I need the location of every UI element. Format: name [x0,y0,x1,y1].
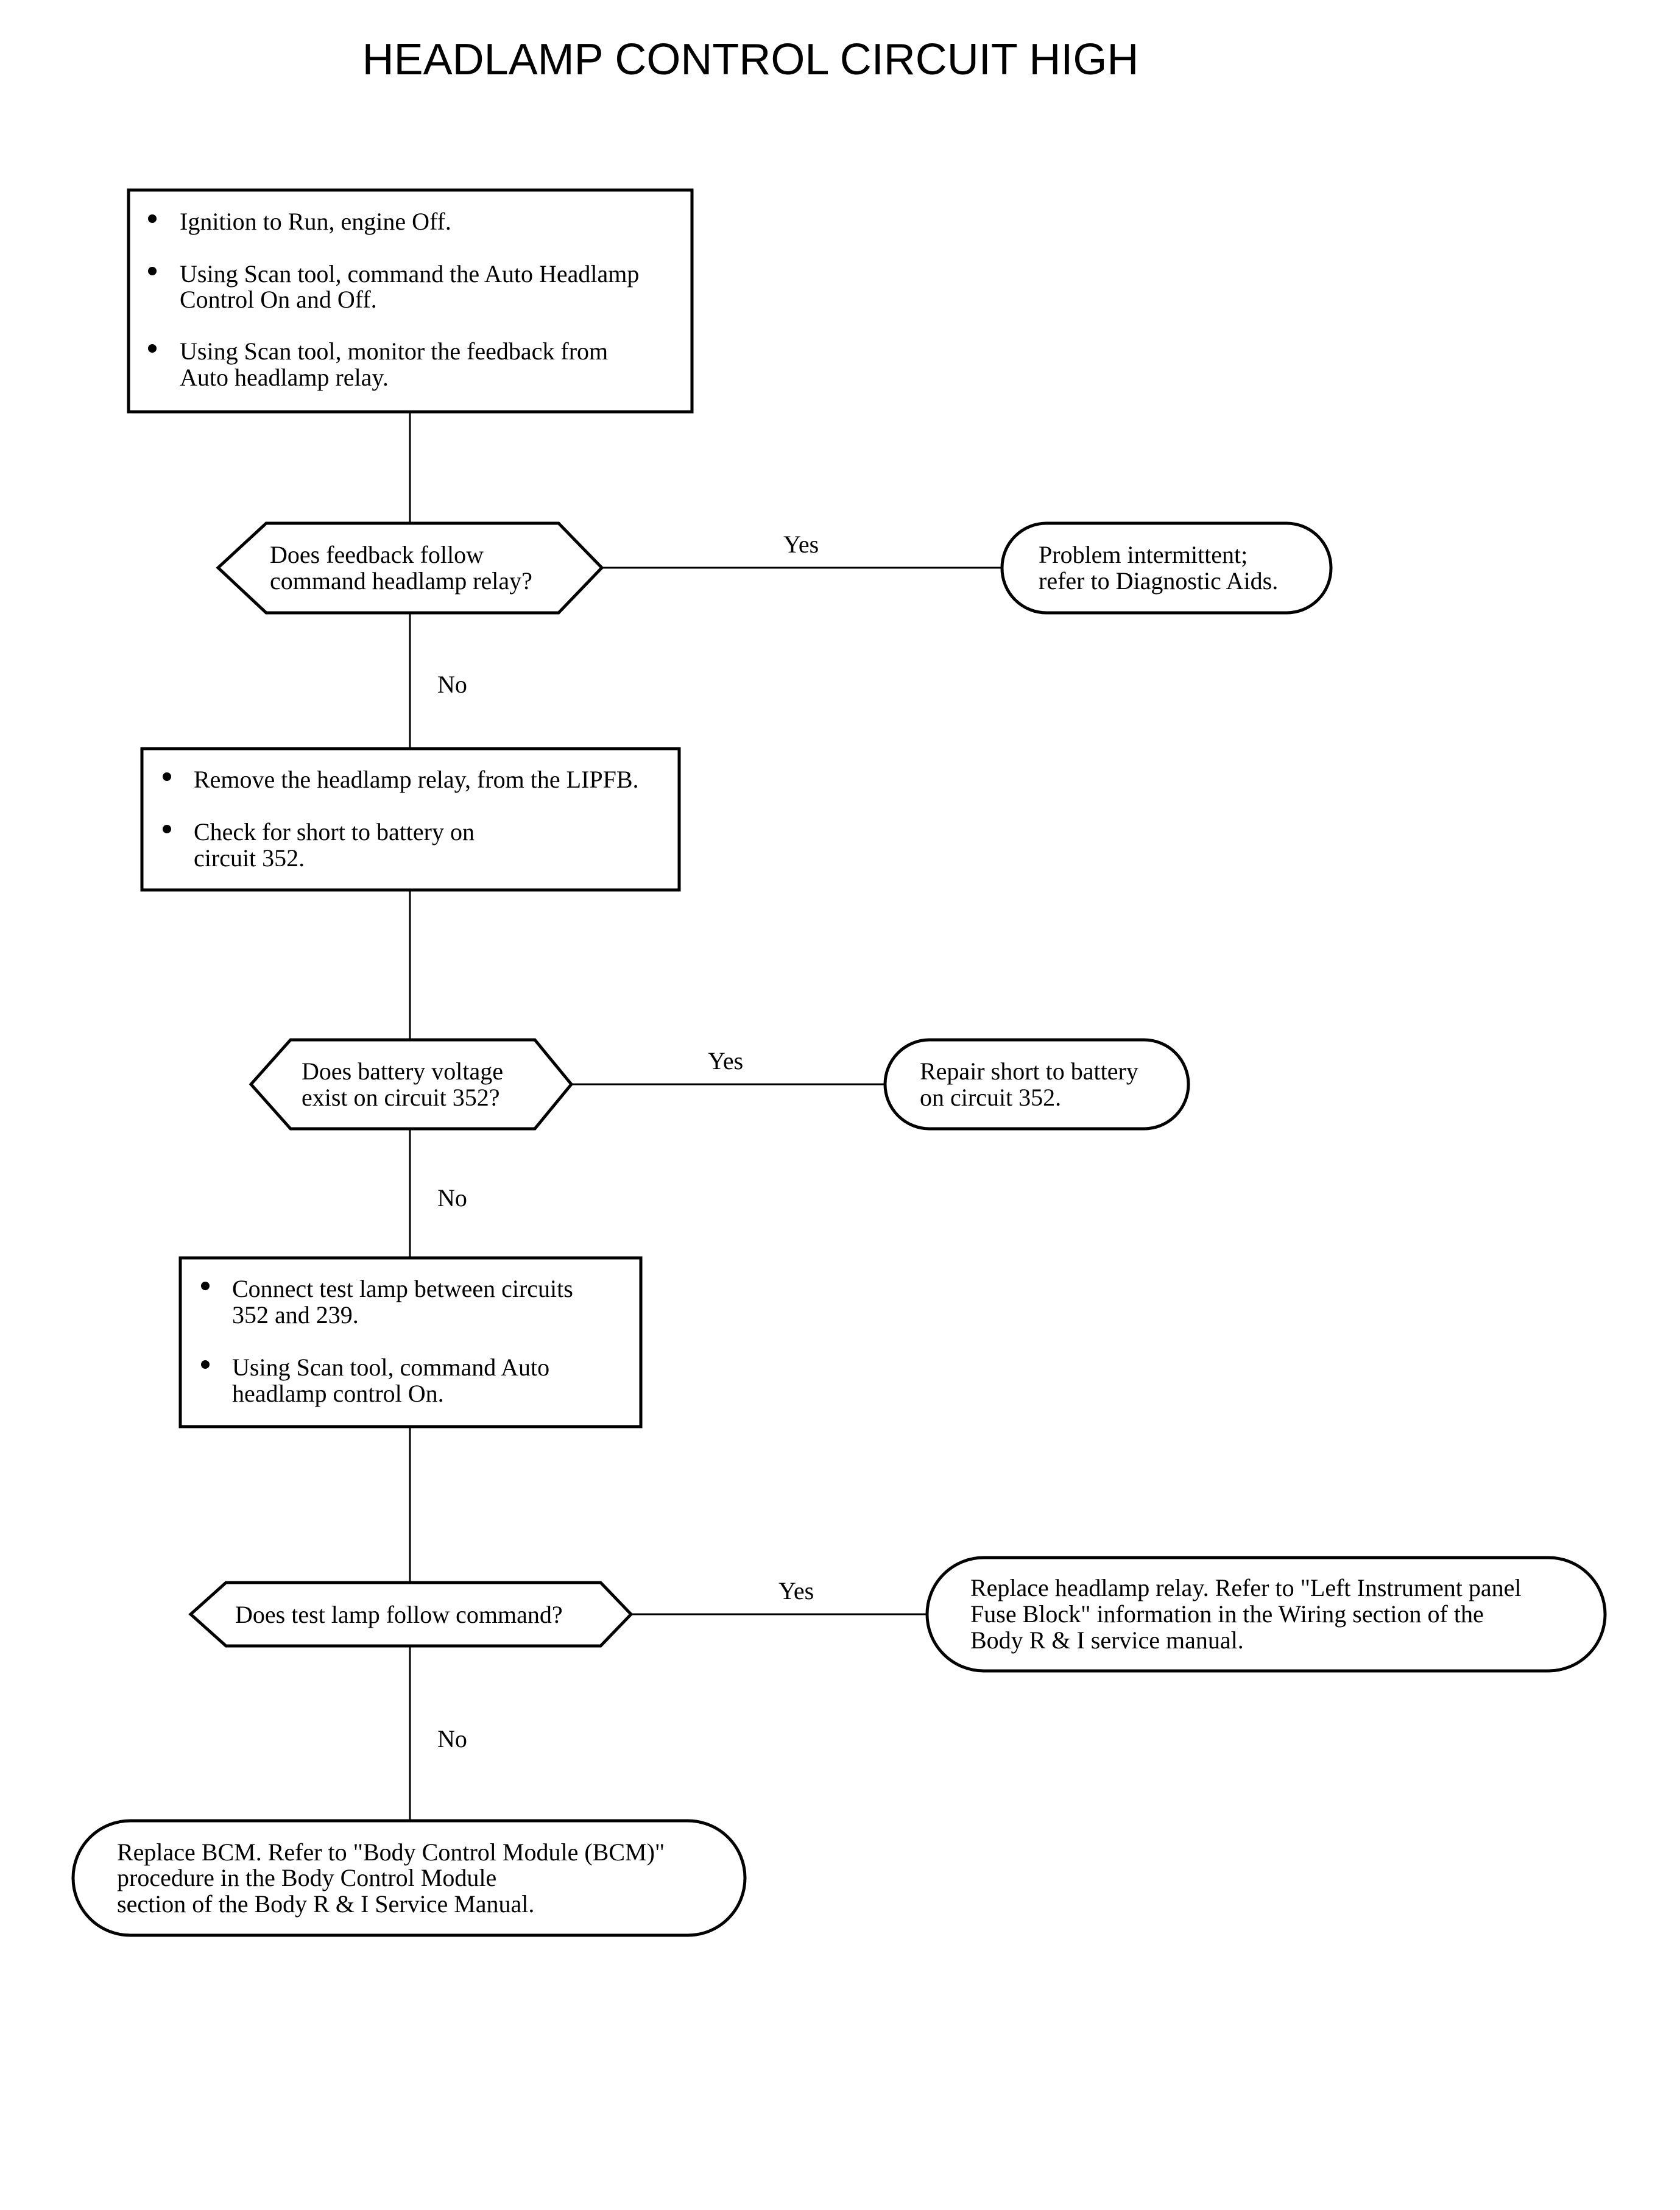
yes-label-1: Yes [783,531,819,558]
result3-line1: Replace headlamp relay. Refer to "Left I… [970,1574,1521,1601]
step3-box: Connect test lamp between circuits 352 a… [178,1256,643,1428]
decision2-line2: exist on circuit 352? [302,1084,499,1111]
step1-bullet1-line1: Ignition to Run, engine Off. [180,208,451,235]
result1-terminal: Problem intermittent; refer to Diagnosti… [1000,521,1333,615]
bullet-icon [148,214,157,223]
bullet-icon [163,772,171,781]
step3-bullet1-line2: 352 and 239. [232,1301,359,1329]
step1-box: Ignition to Run, engine Off. Using Scan … [127,188,694,414]
step1-bullet2-line1: Using Scan tool, command the Auto Headla… [180,260,639,288]
step3-bullet1-line1: Connect test lamp between circuits [232,1275,573,1302]
bullet-icon [201,1360,210,1369]
final-terminal: Replace BCM. Refer to "Body Control Modu… [71,1819,747,1937]
connectors [409,412,1002,1821]
decision1-line2: command headlamp relay? [270,567,532,595]
yes-label-2: Yes [708,1047,743,1075]
step2-bullet1-line1: Remove the headlamp relay, from the LIPF… [194,766,639,793]
step1-bullet2-line2: Control On and Off. [180,286,377,313]
step2-bullet2-line1: Check for short to battery on [194,818,475,846]
step2-bullet2-line2: circuit 352. [194,844,305,872]
decision3-shape: Does test lamp follow command? [188,1581,634,1648]
final-line1: Replace BCM. Refer to "Body Control Modu… [117,1838,665,1866]
no-label-3: No [437,1725,467,1753]
bullet-icon [148,267,157,275]
no-label-1: No [437,671,467,698]
page-title: HEADLAMP CONTROL CIRCUIT HIGH [362,35,1139,84]
decision2-line1: Does battery voltage [302,1057,503,1085]
bullet-icon [148,344,157,353]
result1-line2: refer to Diagnostic Aids. [1039,567,1278,595]
bullet-icon [201,1282,210,1290]
result3-line3: Body R & I service manual. [970,1626,1244,1654]
step3-bullet2-line1: Using Scan tool, command Auto [232,1354,549,1381]
step1-bullet3-line2: Auto headlamp relay. [180,364,389,391]
step3-bullet2-line2: headlamp control On. [232,1380,444,1407]
decision1-line1: Does feedback follow [270,541,484,568]
result2-line1: Repair short to battery [920,1057,1138,1085]
result3-line2: Fuse Block" information in the Wiring se… [970,1600,1484,1628]
step2-box: Remove the headlamp relay, from the LIPF… [140,747,681,892]
decision2-shape: Does battery voltage exist on circuit 35… [249,1038,574,1131]
decision1-shape: Does feedback follow command headlamp re… [216,521,604,615]
step1-bullet3-line1: Using Scan tool, monitor the feedback fr… [180,337,608,365]
no-label-2: No [437,1184,467,1212]
result3-terminal: Replace headlamp relay. Refer to "Left I… [925,1556,1607,1673]
result2-line2: on circuit 352. [920,1084,1061,1111]
result1-line1: Problem intermittent; [1039,541,1248,568]
decision3-line1: Does test lamp follow command? [235,1601,563,1628]
result2-terminal: Repair short to battery on circuit 352. [883,1038,1190,1131]
bullet-icon [163,825,171,833]
final-line3: section of the Body R & I Service Manual… [117,1890,534,1918]
final-line2: procedure in the Body Control Module [117,1864,496,1891]
yes-label-3: Yes [778,1577,814,1605]
